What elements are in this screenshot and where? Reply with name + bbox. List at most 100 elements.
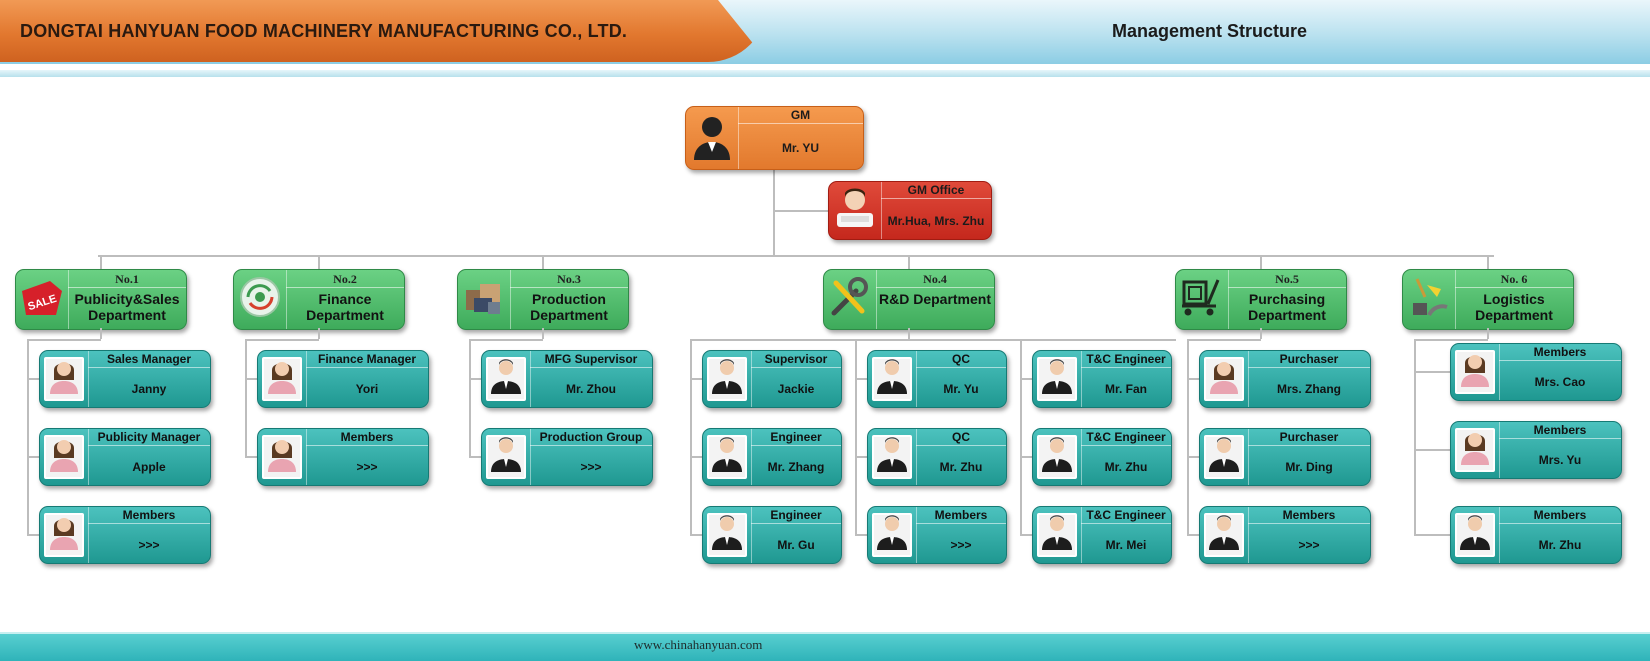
box-picture [40, 507, 88, 563]
connector-line [98, 255, 1494, 257]
connector-line [318, 255, 320, 269]
member-photo [707, 435, 747, 479]
box-title: Purchaser [1279, 430, 1339, 444]
box-picture [40, 429, 88, 485]
box-title: Supervisor [764, 352, 828, 366]
box-title: T&C Engineer [1086, 508, 1166, 522]
box-picture [1451, 422, 1499, 478]
box-separator [1228, 287, 1346, 288]
member-photo [1204, 357, 1244, 401]
box-name: Production Department [530, 291, 608, 323]
box-separator [916, 445, 1006, 446]
box-divider [881, 182, 882, 239]
male-avatar-icon [709, 510, 745, 555]
box-picture [703, 507, 751, 563]
manager-avatar-icon [690, 112, 734, 165]
box-name: Mr. YU [781, 141, 820, 155]
member-box[interactable]: Members>>> [39, 506, 211, 564]
box-divider [88, 507, 89, 563]
connector-line [245, 339, 319, 341]
connector-line [855, 534, 867, 536]
female-avatar-icon [1457, 347, 1493, 392]
box-separator [306, 445, 428, 446]
box-name: >>> [1298, 538, 1320, 552]
box-title: Members [1533, 345, 1587, 359]
box-separator [68, 287, 186, 288]
member-box[interactable]: Members>>> [1199, 506, 1371, 564]
member-box[interactable]: Members>>> [867, 506, 1007, 564]
box-name: >>> [138, 538, 160, 552]
box-divider [510, 270, 511, 329]
female-avatar-icon [1457, 425, 1493, 470]
box-title: No.3 [557, 272, 581, 286]
member-photo [707, 513, 747, 557]
box-name: Mrs. Cao [1534, 375, 1586, 389]
box-name: Mr. Zhu [939, 460, 983, 474]
box-divider [1455, 270, 1456, 329]
box-divider [1081, 507, 1082, 563]
box-name: >>> [950, 538, 972, 552]
box-name: Mr.Hua, Mrs. Zhu [887, 213, 985, 228]
box-divider [1248, 507, 1249, 563]
connector-line [1187, 339, 1261, 341]
box-separator [1499, 523, 1621, 524]
box-name: Mr. Fan [1104, 382, 1147, 396]
box-separator [1499, 438, 1621, 439]
box-picture [1200, 429, 1248, 485]
member-box[interactable]: Members>>> [257, 428, 429, 486]
connector-line [1487, 328, 1489, 339]
box-separator [1455, 287, 1573, 288]
box-title: T&C Engineer [1086, 352, 1166, 366]
box-separator [1081, 523, 1171, 524]
member-photo [1037, 513, 1077, 557]
box-picture [1033, 507, 1081, 563]
box-divider [88, 429, 89, 485]
box-separator [88, 367, 210, 368]
connector-line [27, 339, 101, 341]
connector-line [1187, 456, 1199, 458]
box-separator [530, 445, 652, 446]
connector-line [773, 210, 829, 212]
box-divider [1228, 270, 1229, 329]
box-divider [1081, 351, 1082, 407]
box-title: Engineer [770, 430, 822, 444]
connector-line [469, 456, 481, 458]
connector-line [1487, 255, 1489, 269]
member-box[interactable]: Production Group>>> [481, 428, 653, 486]
page-title: Management Structure [1112, 21, 1308, 41]
box-name: Mr. Zhu [1104, 460, 1148, 474]
box-divider [751, 429, 752, 485]
connector-line [1260, 255, 1262, 269]
box-separator [1081, 367, 1171, 368]
connector-line [690, 456, 702, 458]
box-separator [1248, 523, 1370, 524]
box-name: Mr. Yu [943, 382, 979, 396]
box-divider [530, 351, 531, 407]
box-separator [306, 367, 428, 368]
